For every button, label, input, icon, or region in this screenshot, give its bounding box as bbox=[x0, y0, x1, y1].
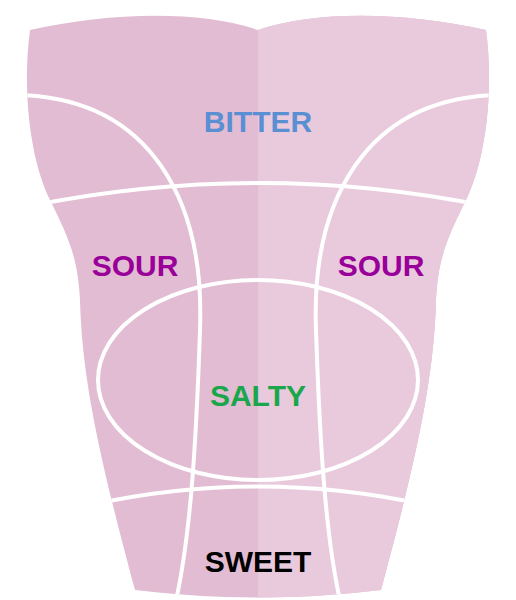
region-label: SALTY bbox=[210, 381, 306, 411]
region-label: BITTER bbox=[204, 107, 312, 137]
region-border bbox=[90, 487, 426, 506]
region-border bbox=[20, 183, 496, 208]
region-border bbox=[98, 280, 418, 480]
region-label: SOUR bbox=[92, 251, 179, 281]
region-borders bbox=[20, 95, 496, 600]
region-label: SOUR bbox=[338, 251, 425, 281]
region-border bbox=[316, 95, 494, 600]
tongue-shade bbox=[258, 0, 516, 600]
region-label: SWEET bbox=[205, 547, 312, 577]
region-border bbox=[22, 95, 200, 600]
